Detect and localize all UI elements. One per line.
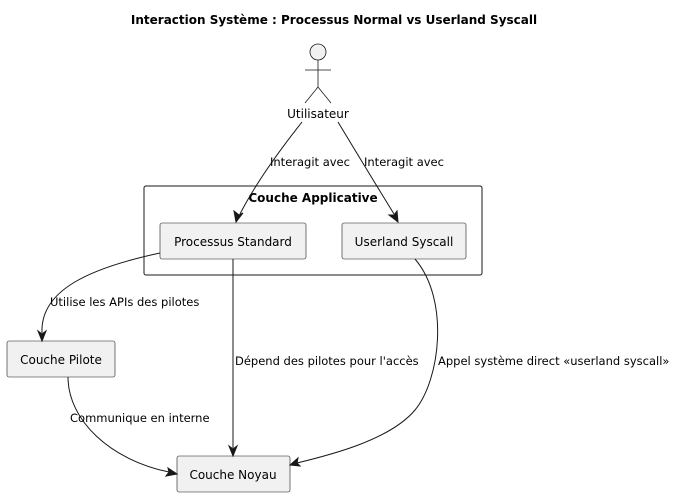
edge-user-to-userland bbox=[337, 121, 399, 224]
edge-userland-to-noyau bbox=[288, 258, 439, 467]
edge-processus-to-pilote bbox=[36, 252, 161, 343]
edge-label-userland-to-noyau: Appel système direct «userland syscall» bbox=[438, 354, 669, 368]
node-processus-standard-label: Processus Standard bbox=[174, 235, 292, 249]
node-couche-pilote[interactable]: Couche Pilote bbox=[6, 340, 116, 378]
edge-label-user-to-processus: Interagit avec bbox=[270, 155, 350, 169]
node-userland-syscall-label: Userland Syscall bbox=[355, 235, 454, 249]
edge-label-processus-to-noyau: Dépend des pilotes pour l'accès bbox=[235, 354, 419, 368]
edge-label-processus-to-pilote: Utilise les APIs des pilotes bbox=[50, 295, 199, 309]
node-couche-pilote-label: Couche Pilote bbox=[20, 353, 102, 367]
node-couche-noyau-label: Couche Noyau bbox=[189, 468, 276, 482]
node-userland-syscall[interactable]: Userland Syscall bbox=[341, 222, 467, 260]
diagram-title: Interaction Système : Processus Normal v… bbox=[131, 13, 537, 27]
node-couche-noyau[interactable]: Couche Noyau bbox=[176, 455, 291, 493]
node-processus-standard[interactable]: Processus Standard bbox=[159, 222, 307, 260]
edge-label-user-to-userland: Interagit avec bbox=[364, 155, 444, 169]
edge-label-pilote-to-noyau: Communique en interne bbox=[70, 411, 210, 425]
edge-pilote-to-noyau bbox=[67, 376, 179, 477]
edge-processus-to-noyau bbox=[227, 259, 239, 458]
edge-user-to-processus bbox=[233, 121, 303, 224]
user-actor-icon bbox=[304, 43, 332, 104]
package-label: Couche Applicative bbox=[248, 191, 377, 205]
actor-label: Utilisateur bbox=[287, 107, 349, 121]
